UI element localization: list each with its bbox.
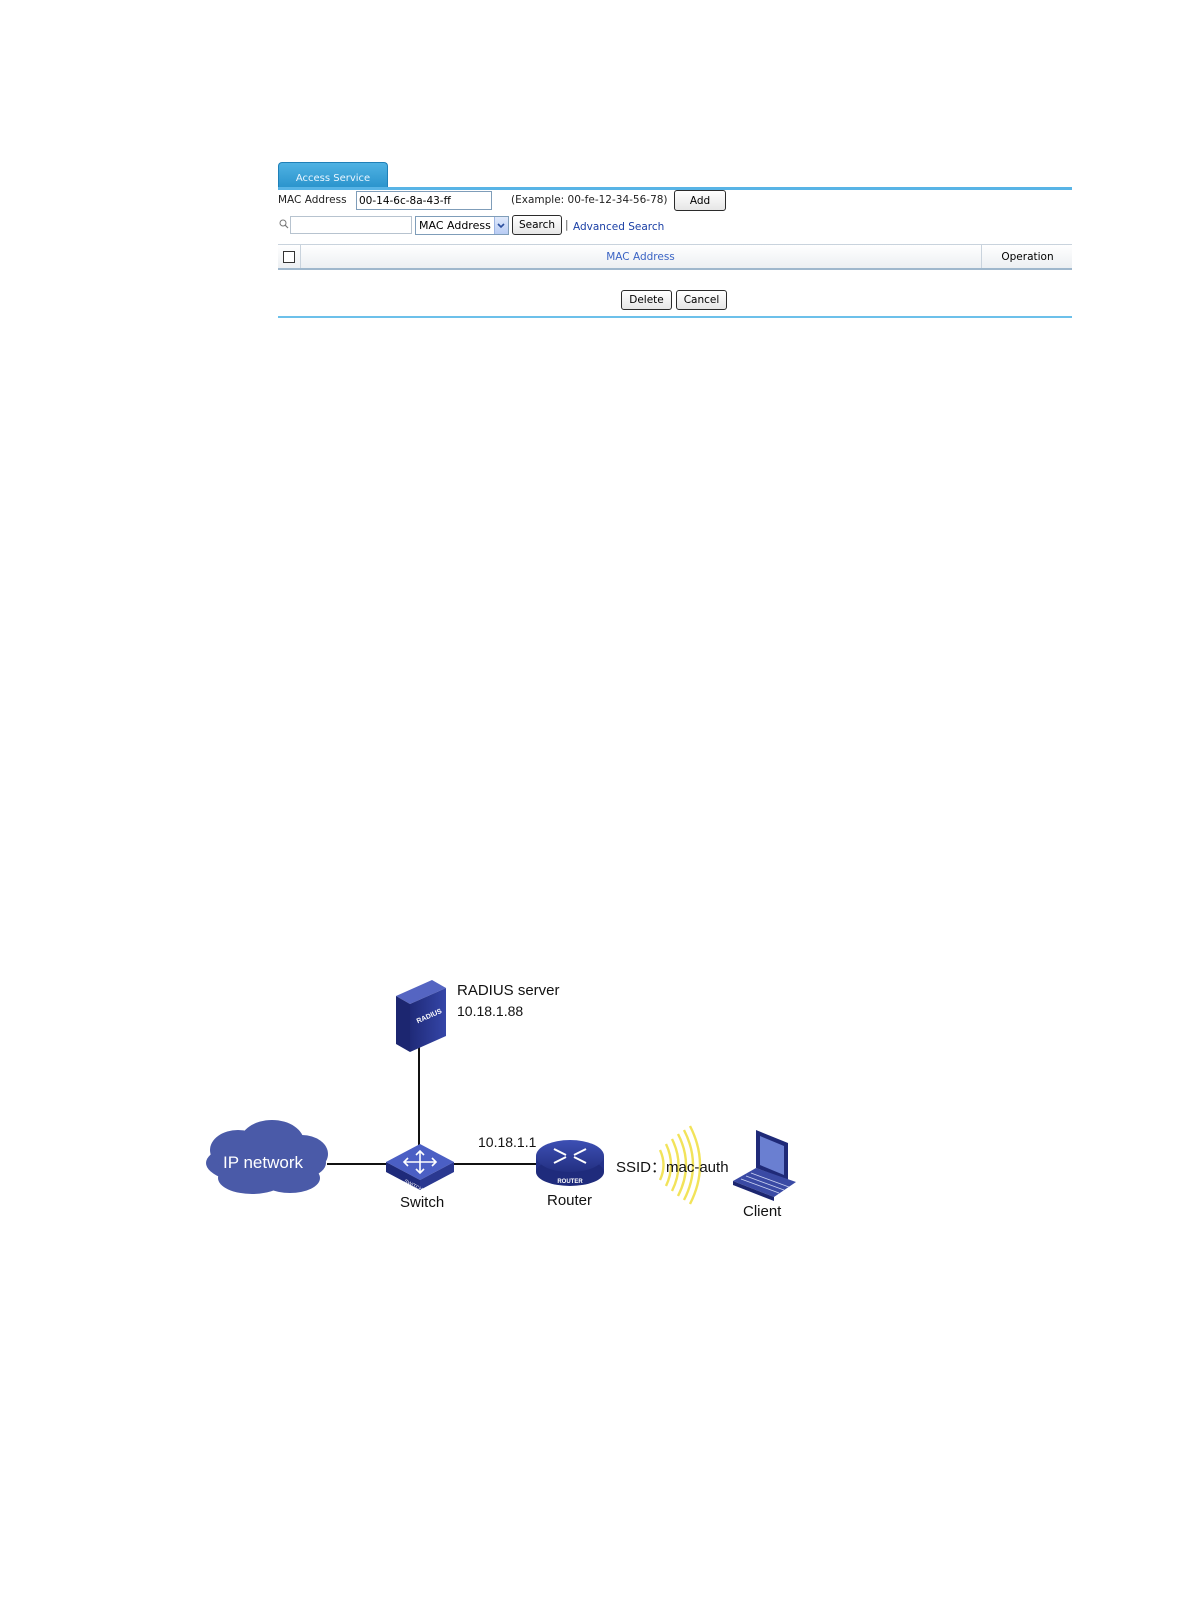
radius-server-icon: RADIUS <box>396 980 446 1052</box>
radius-server-ip: 10.18.1.88 <box>457 1003 523 1019</box>
router-ip: 10.18.1.1 <box>478 1134 536 1150</box>
ip-network-label: IP network <box>223 1153 303 1173</box>
router-badge: ROUTER <box>557 1179 583 1185</box>
router-label: Router <box>547 1192 592 1209</box>
client-laptop-icon <box>733 1130 796 1201</box>
router-icon: ROUTER <box>536 1140 604 1186</box>
switch-icon: SWITCH <box>386 1144 454 1193</box>
ssid-label: SSID：mac-auth <box>616 1156 729 1177</box>
switch-label: Switch <box>400 1194 444 1211</box>
radius-server-name: RADIUS server <box>457 982 560 999</box>
client-label: Client <box>743 1203 781 1220</box>
